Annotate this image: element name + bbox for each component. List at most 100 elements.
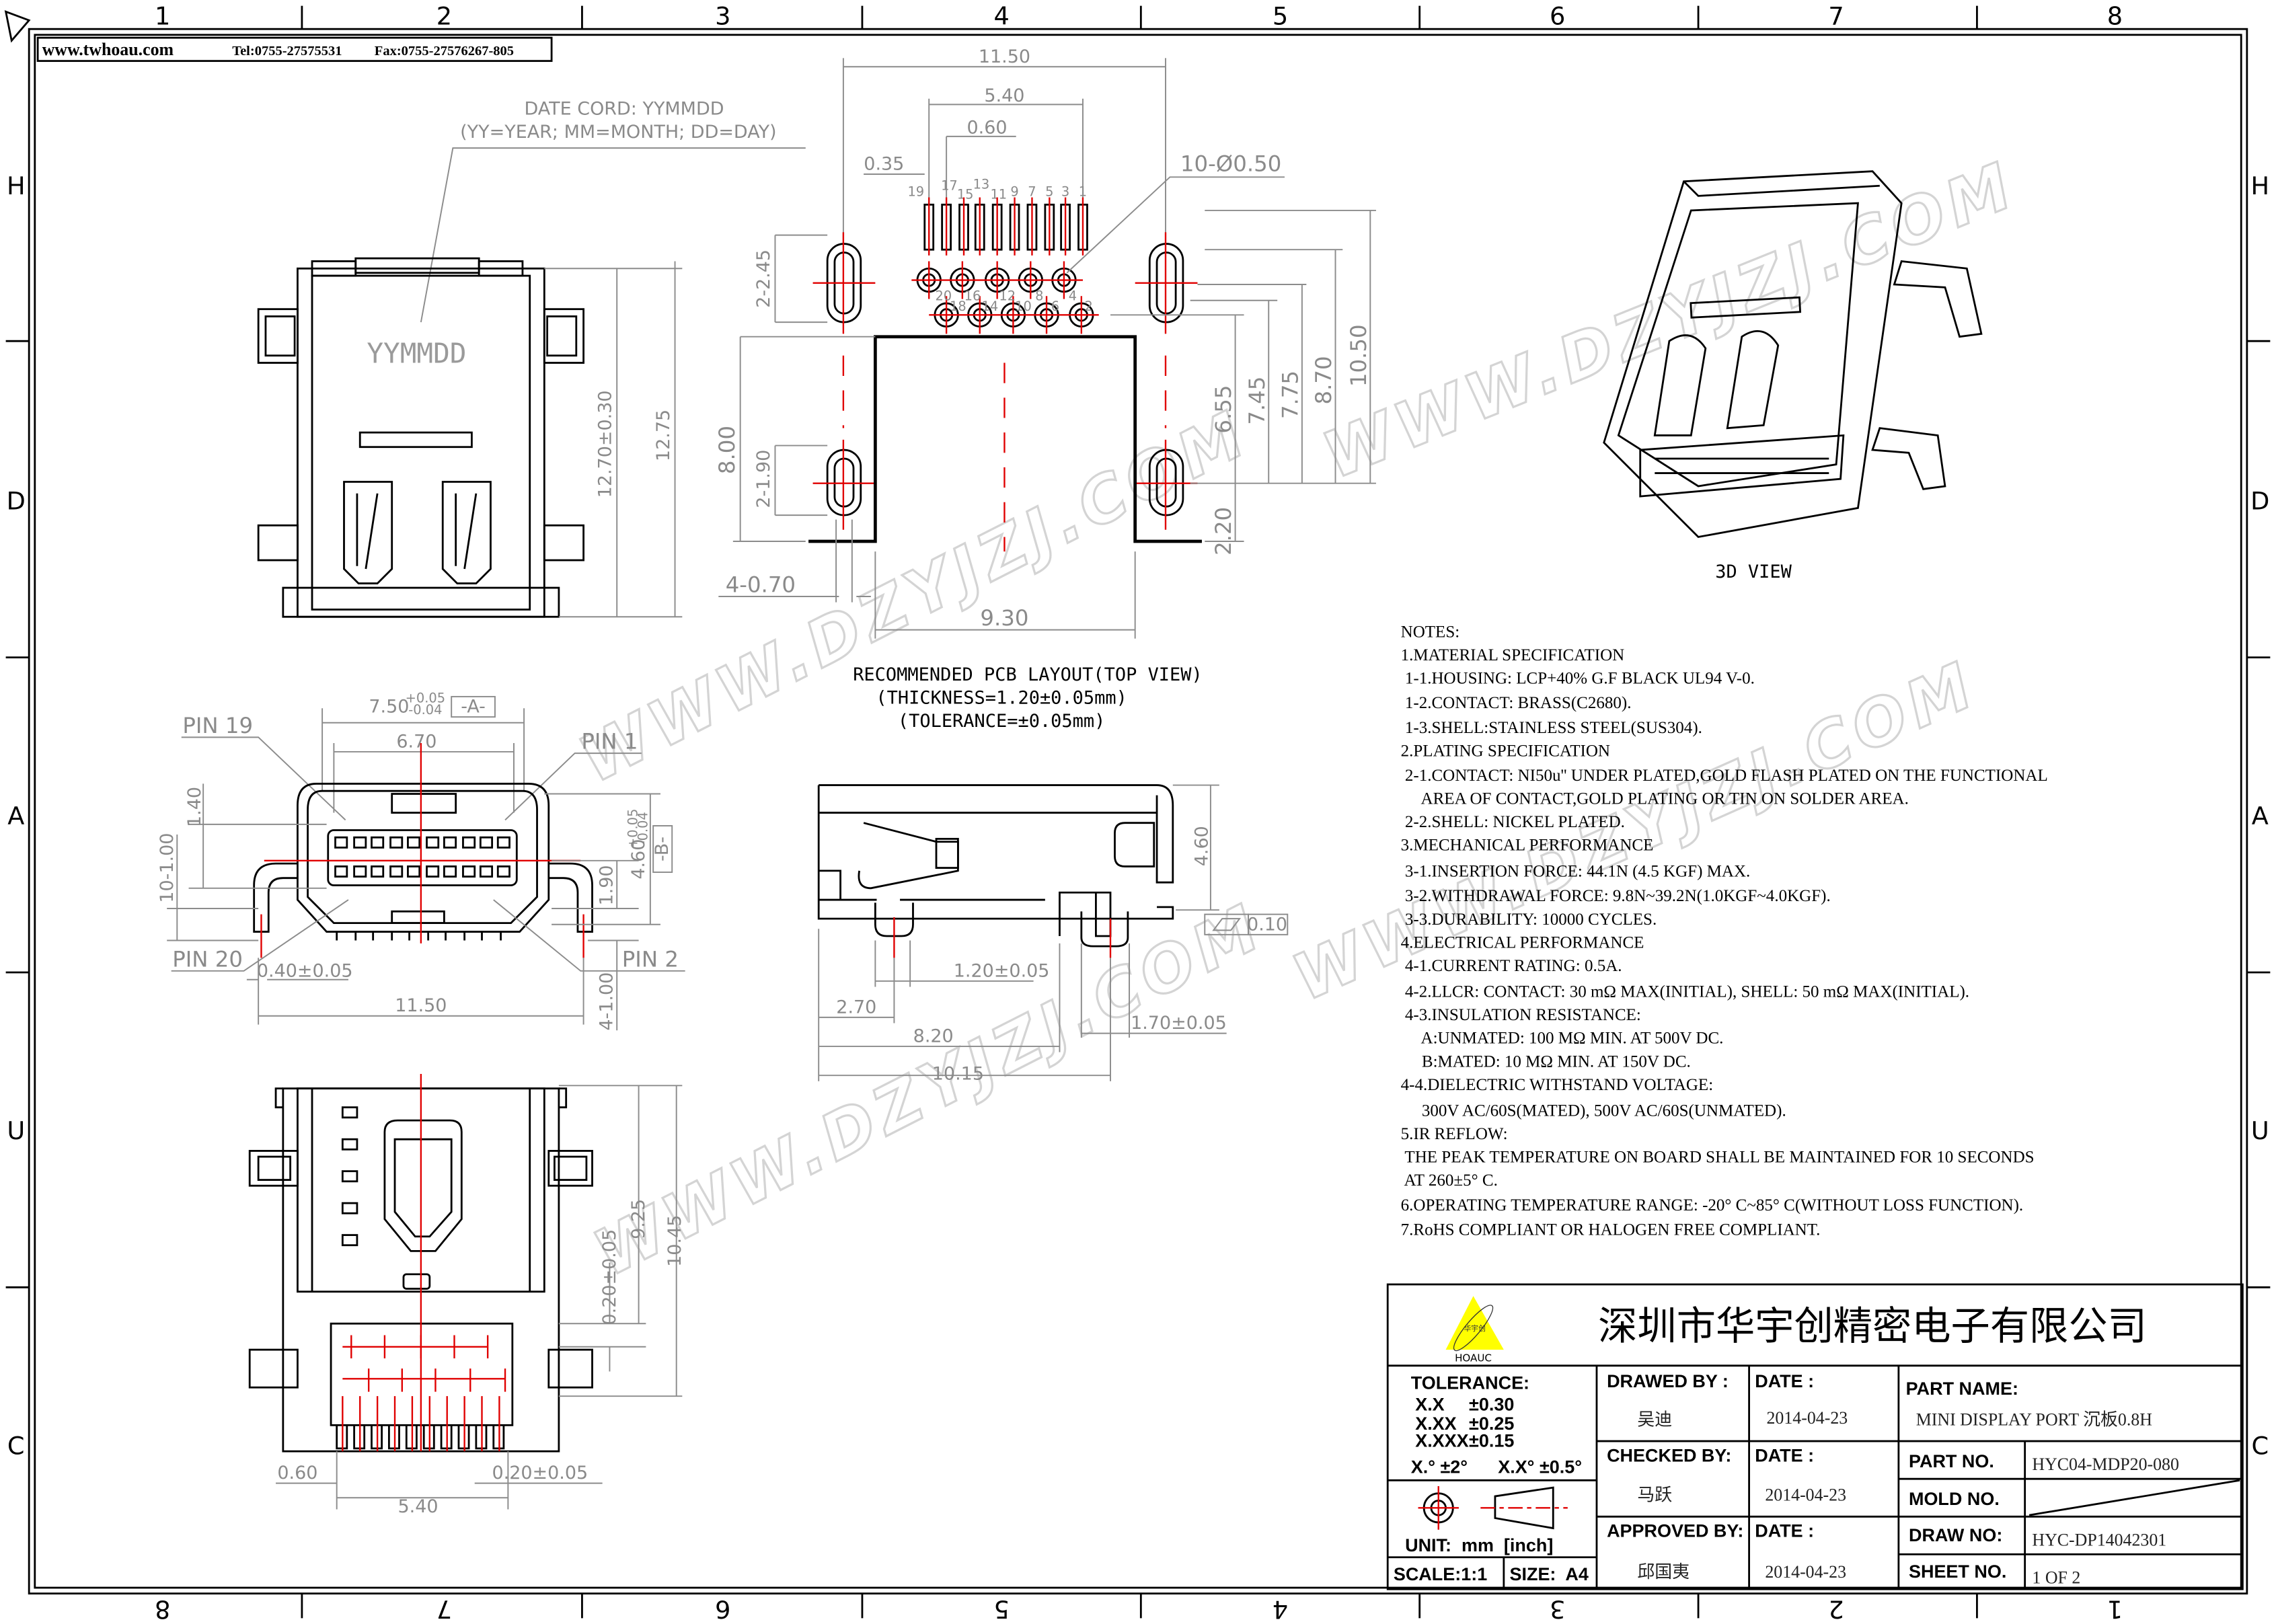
pin-number: 18 bbox=[950, 299, 966, 314]
date-label: DATE : bbox=[1755, 1445, 1814, 1465]
sheet-border: 1 2 3 4 5 6 7 8 8 7 6 5 4 3 2 1 H D A U … bbox=[4, 2, 2271, 1623]
column-label: 8 bbox=[2107, 2, 2123, 31]
dimension-label: 4-1.00 bbox=[597, 972, 617, 1031]
pin-2-label: PIN 2 bbox=[622, 946, 679, 972]
date-drawed-value: 2014-04-23 bbox=[1766, 1408, 1848, 1428]
note-line: A:UNMATED: 100 MΩ MIN. AT 500V DC. bbox=[1401, 1030, 1724, 1048]
draw-no-label: DRAW NO: bbox=[1909, 1525, 2002, 1545]
note-line: 2.PLATING SPECIFICATION bbox=[1401, 742, 1610, 760]
row-label: A bbox=[2252, 802, 2269, 830]
column-label: 3 bbox=[1550, 1594, 1565, 1623]
column-label: 7 bbox=[437, 1594, 452, 1623]
row-label: H bbox=[2250, 171, 2269, 200]
dimension-label: 6.70 bbox=[396, 731, 437, 752]
note-line: 1-3.SHELL:STAINLESS STEEL(SUS304). bbox=[1401, 719, 1702, 737]
pin-number: 12 bbox=[999, 288, 1016, 304]
column-label: 2 bbox=[1828, 1594, 1844, 1623]
dimension-label: 1.70±0.05 bbox=[1131, 1013, 1227, 1034]
column-label: 5 bbox=[993, 1594, 1009, 1623]
pcb-thickness-note: (THICKNESS=1.20±0.05mm) bbox=[876, 688, 1127, 709]
dimension-label: 0.60 bbox=[277, 1463, 317, 1483]
note-line: 1-1.HOUSING: LCP+40% G.F BLACK UL94 V-0. bbox=[1401, 670, 1755, 688]
svg-text:华宇创: 华宇创 bbox=[1464, 1324, 1486, 1333]
note-line: 7.RoHS COMPLIANT OR HALOGEN FREE COMPLIA… bbox=[1401, 1221, 1821, 1239]
dimension-label: 6.55 bbox=[1211, 385, 1236, 434]
dimension-label: 11.50 bbox=[395, 995, 447, 1016]
note-line: AREA OF CONTACT,GOLD PLATING OR TIN ON S… bbox=[1401, 790, 1909, 808]
mold-no-label: MOLD NO. bbox=[1909, 1489, 2000, 1509]
date-approved-value: 2014-04-23 bbox=[1765, 1562, 1846, 1582]
column-label: 1 bbox=[155, 2, 170, 31]
watermark: WWW.DZYJZJ.COM WWW.DZYJZJ.COM WWW.DZYJZJ… bbox=[568, 147, 2028, 1292]
dimension-label: 12.75 bbox=[653, 410, 674, 461]
note-line: 3-3.DURABILITY: 10000 CYCLES. bbox=[1401, 911, 1657, 929]
note-line: 5.IR REFLOW: bbox=[1401, 1125, 1508, 1143]
dimension-label: 10.15 bbox=[932, 1064, 984, 1085]
note-line: 300V AC/60S(MATED), 500V AC/60S(UNMATED)… bbox=[1401, 1102, 1786, 1120]
row-labels: H D A U C H D A U C bbox=[7, 171, 2270, 1460]
draw-no-value: HYC-DP14042301 bbox=[2032, 1530, 2166, 1549]
note-line: 4-4.DIELECTRIC WITHSTAND VOLTAGE: bbox=[1401, 1076, 1714, 1094]
pin-number: 14 bbox=[982, 299, 999, 314]
note-line: 4-2.LLCR: CONTACT: 30 mΩ MAX(INITIAL), S… bbox=[1401, 983, 1969, 1001]
dimension-label: 1.90 bbox=[597, 865, 617, 905]
note-line: 4-3.INSULATION RESISTANCE: bbox=[1401, 1006, 1641, 1024]
unit-label: UNIT: mm [inch] bbox=[1405, 1535, 1553, 1555]
drawed-by-label: DRAWED BY : bbox=[1607, 1371, 1729, 1391]
angle-tolerance: X.° ±2° bbox=[1411, 1457, 1468, 1477]
projection-symbol bbox=[1418, 1485, 1568, 1530]
dimension-label: 0.40±0.05 bbox=[257, 960, 353, 981]
dimension-label: 0.20±0.05 bbox=[599, 1229, 620, 1325]
row-label: C bbox=[7, 1431, 25, 1460]
top-view: DATE CORD: YYMMDD (YY=YEAR; MM=MONTH; DD… bbox=[257, 99, 806, 618]
contact-row-top bbox=[334, 836, 510, 849]
pin-number: 1 bbox=[1079, 184, 1087, 199]
column-label: 6 bbox=[1550, 2, 1565, 31]
dimension-label: 12.70±0.30 bbox=[595, 390, 616, 498]
note-line: AT 260±5° C. bbox=[1401, 1171, 1498, 1190]
pin-number: 20 bbox=[935, 288, 952, 304]
row-label: H bbox=[7, 171, 26, 200]
dimension-label: 2.70 bbox=[836, 997, 876, 1017]
datum-b: -B- bbox=[652, 837, 673, 861]
tolerance-format: X.XX bbox=[1415, 1414, 1456, 1434]
pin-number: 17 bbox=[941, 178, 958, 194]
watermark-text: WWW.DZYJZJ.COM bbox=[1283, 647, 1988, 1015]
dimension-label: 5.40 bbox=[398, 1496, 439, 1517]
part-name-value: MINI DISPLAY PORT 沉板0.8H bbox=[1916, 1409, 2152, 1429]
note-line: THE PEAK TEMPERATURE ON BOARD SHALL BE M… bbox=[1401, 1149, 2035, 1167]
dimension-label: 8.70 bbox=[1311, 356, 1336, 404]
dimension-label: 10.50 bbox=[1346, 324, 1371, 387]
note-line: 3.MECHANICAL PERFORMANCE bbox=[1401, 837, 1654, 855]
date-checked-value: 2014-04-23 bbox=[1765, 1485, 1846, 1505]
pin-number: 2 bbox=[1084, 299, 1092, 314]
tel-text: Tel:0755-27575531 bbox=[232, 44, 342, 59]
dimension-label: 5.40 bbox=[984, 85, 1024, 106]
row-label: U bbox=[2251, 1116, 2269, 1145]
company-logo: 华宇创 HOAUC bbox=[1445, 1296, 1504, 1364]
pad-numbers: 19 17 15 13 11 9 7 5 3 1 bbox=[907, 177, 1087, 202]
column-label: 5 bbox=[1273, 2, 1288, 31]
notes-heading: NOTES: bbox=[1401, 623, 1460, 641]
pin-number: 7 bbox=[1028, 184, 1036, 199]
pin-number: 5 bbox=[1045, 184, 1053, 199]
dimension-label: 4.60 bbox=[628, 839, 649, 880]
dimension-label: 9.30 bbox=[980, 605, 1028, 631]
svg-text:HOAUC: HOAUC bbox=[1455, 1352, 1492, 1364]
tolerance-minus: -0.04 bbox=[636, 812, 651, 845]
dimension-label: 2-2.45 bbox=[753, 249, 774, 308]
date-code-legend: (YY=YEAR; MM=MONTH; DD=DAY) bbox=[460, 122, 776, 143]
contact-row-bottom bbox=[334, 865, 510, 878]
pin-19-label: PIN 19 bbox=[182, 713, 253, 738]
row-label: A bbox=[7, 802, 24, 830]
dimension-label: 0.35 bbox=[864, 154, 904, 175]
note-line: 3-2.WITHDRAWAL FORCE: 9.8N~39.2N(1.0KGF~… bbox=[1401, 887, 1831, 905]
dimension-label: 4.60 bbox=[1192, 826, 1213, 866]
date-code-label: DATE CORD: YYMMDD bbox=[525, 99, 724, 120]
pcb-layout-title: RECOMMENDED PCB LAYOUT(TOP VIEW) bbox=[853, 664, 1203, 685]
date-label: DATE : bbox=[1755, 1371, 1814, 1391]
pin-number: 16 bbox=[964, 288, 981, 304]
angle-tolerance: X.X° ±0.5° bbox=[1498, 1457, 1582, 1477]
pin-20-label: PIN 20 bbox=[172, 946, 243, 972]
